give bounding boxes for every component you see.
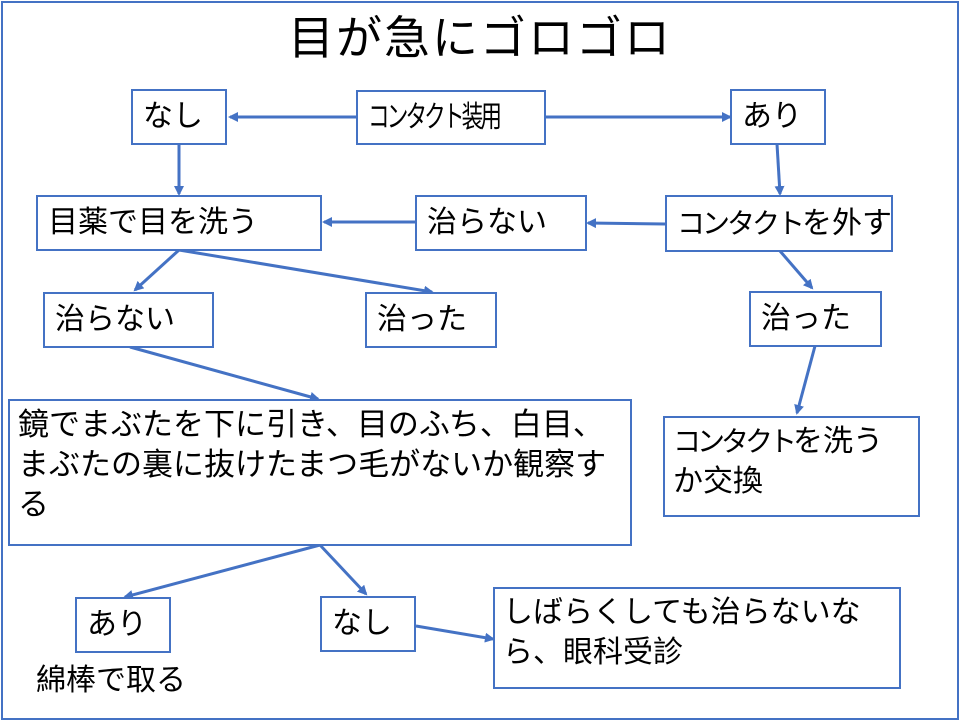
node-label: 目薬で目を洗う: [48, 205, 258, 240]
node-no-contact: なし: [131, 89, 227, 145]
node-yes-contact: あり: [730, 89, 826, 145]
node-label: なし: [143, 99, 203, 134]
node-cured-right: 治った: [749, 291, 882, 347]
node-label: 治った: [761, 301, 851, 336]
node-not-cured-mid: 治らない: [415, 195, 587, 251]
node-not-cured-left: 治らない: [43, 292, 214, 348]
page-title: 目が急にゴロゴロ: [288, 11, 672, 65]
node-wash-eye: 目薬で目を洗う: [36, 195, 322, 251]
node-remove-contact: コンタクトを外す: [665, 195, 893, 252]
node-label: 治らない: [55, 302, 175, 337]
node-label: あり: [742, 99, 802, 134]
node-label: コンタクト装用: [368, 99, 502, 135]
node-label: 鏡でまぶたを下に引き、目のふち、白目、まぶたの裏に抜けたまつ毛がないか観察する: [18, 407, 607, 523]
node-label: 治らない: [427, 205, 547, 240]
node-label: しばらくしても治らないなら、眼科受診: [503, 595, 861, 670]
node-label: 治った: [377, 302, 467, 337]
node-found: あり: [75, 597, 171, 653]
node-observe: 鏡でまぶたを下に引き、目のふち、白目、まぶたの裏に抜けたまつ毛がないか観察する: [8, 399, 632, 546]
node-label: コンタクトを外す: [677, 205, 893, 241]
node-contact-use: コンタクト装用: [356, 90, 546, 145]
node-wash-or-replace: コンタクトを洗うか交換: [663, 416, 920, 517]
node-label: コンタクトを洗うか交換: [673, 424, 884, 499]
node-cured-left: 治った: [365, 292, 497, 348]
node-not-found: なし: [320, 596, 416, 652]
node-see-doctor: しばらくしても治らないなら、眼科受診: [493, 587, 901, 689]
node-label: あり: [87, 607, 147, 642]
note-remove-with-swab: 綿棒で取る: [36, 663, 186, 698]
node-label: なし: [332, 606, 392, 641]
